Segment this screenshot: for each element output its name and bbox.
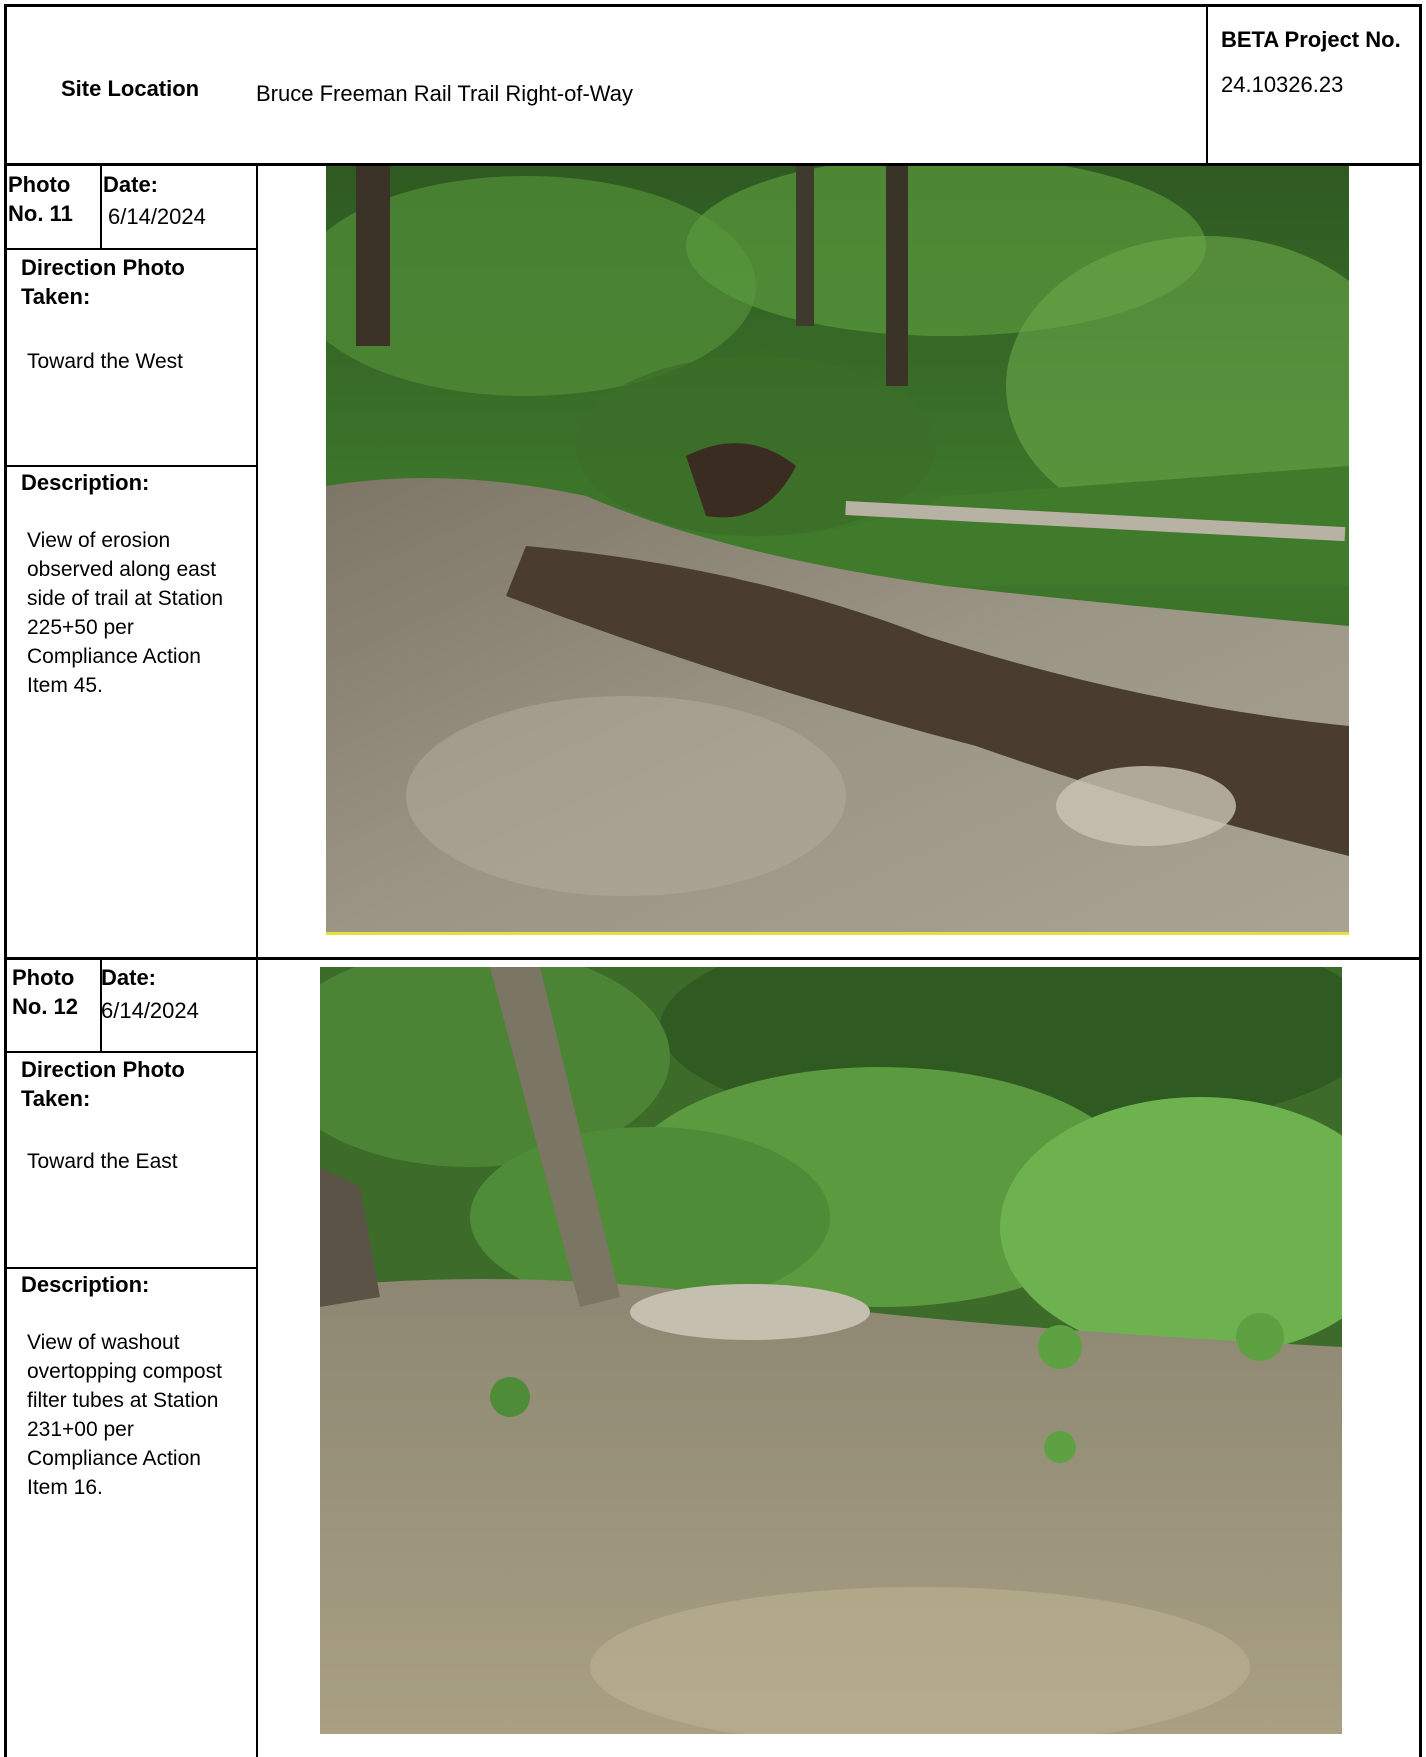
photo11-direction-bottom — [4, 465, 257, 467]
project-cell-divider — [1206, 4, 1208, 165]
photo12-direction-value: Toward the East — [27, 1150, 178, 1173]
header-divider — [4, 163, 1422, 166]
photo-11-image — [326, 166, 1349, 935]
photo12-direction-bottom — [4, 1267, 257, 1269]
photo-12-image — [320, 967, 1342, 1734]
outer-border-right — [1419, 4, 1422, 1757]
photo12-description-label: Description: — [21, 1272, 150, 1297]
outer-border-left — [4, 4, 7, 1757]
photo12-direction-label: Direction Photo Taken: — [21, 1057, 185, 1111]
photo11-date-bottom — [4, 248, 257, 250]
photo11-date-value: 6/14/2024 — [108, 204, 206, 229]
photo-11-yellow-edge — [326, 932, 1349, 935]
photo11-date-label: Date: — [103, 172, 159, 197]
photo11-direction-label: Direction Photo Taken: — [21, 255, 185, 309]
site-location-label: Site Location — [61, 76, 200, 101]
photo12-number-divider — [100, 959, 102, 1052]
project-number-value: 24.10326.23 — [1221, 72, 1344, 97]
photo12-date-bottom — [4, 1051, 257, 1053]
site-location-value: Bruce Freeman Rail Trail Right-of-Way — [256, 81, 633, 106]
photo11-description-label: Description: — [21, 470, 150, 495]
photo12-description-value: View of washout overtopping compost filt… — [27, 1331, 222, 1499]
row-divider — [4, 957, 1422, 960]
photo12-date-label: Date: — [101, 965, 157, 990]
photo11-description-value: View of erosion observed along east side… — [27, 529, 224, 697]
photo11-number-label: Photo No. 11 — [8, 172, 73, 226]
photo11-number-divider — [100, 165, 102, 249]
left-column-divider — [256, 165, 258, 1757]
project-number-label: BETA Project No. — [1221, 27, 1401, 52]
photo12-number-label: Photo No. 12 — [12, 965, 79, 1019]
photo11-direction-value: Toward the West — [27, 350, 184, 373]
photo12-date-value: 6/14/2024 — [101, 998, 199, 1023]
outer-border-top — [4, 4, 1422, 7]
